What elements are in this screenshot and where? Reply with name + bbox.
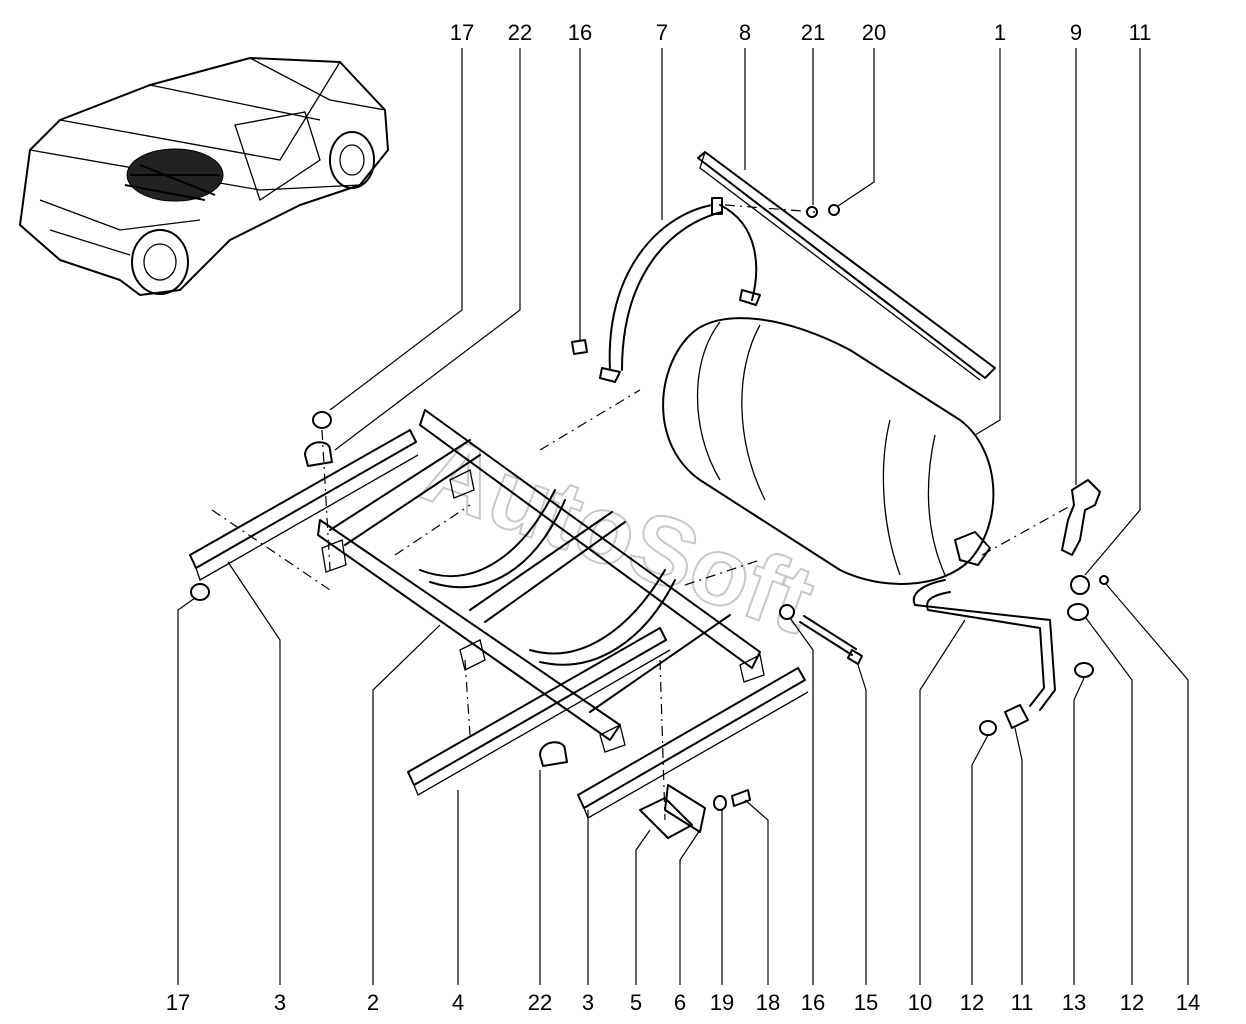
part-6-plate bbox=[664, 784, 706, 833]
callout-bottom: 2 bbox=[367, 990, 379, 1015]
callout-top: 21 bbox=[801, 20, 825, 45]
part-13-clamp bbox=[1074, 662, 1094, 678]
watermark-text: AutoSoft bbox=[410, 415, 827, 654]
part-11-grommet bbox=[1070, 575, 1090, 595]
part-3-bracket-right bbox=[577, 667, 809, 819]
callout-bottom: 19 bbox=[710, 990, 734, 1015]
part-9-hose bbox=[1061, 479, 1101, 556]
part-22-eye-bottom bbox=[539, 741, 568, 767]
callout-bottom: 6 bbox=[674, 990, 686, 1015]
callout-bottom: 14 bbox=[1176, 990, 1200, 1015]
part-4-lower-bracket bbox=[407, 627, 671, 796]
callout-top: 1 bbox=[994, 20, 1006, 45]
callout-bottom: 12 bbox=[1120, 990, 1144, 1015]
callout-top: 9 bbox=[1070, 20, 1082, 45]
part-7-strap bbox=[599, 197, 761, 383]
part-5-plate bbox=[639, 797, 693, 839]
assembly-lines bbox=[211, 204, 1073, 821]
callout-top: 7 bbox=[656, 20, 668, 45]
callout-bottom: 3 bbox=[274, 990, 286, 1015]
part-22-eye-top bbox=[304, 441, 333, 467]
callout-bottom: 18 bbox=[756, 990, 780, 1015]
part-3-bracket-left bbox=[189, 429, 419, 581]
leader-lines bbox=[177, 48, 1189, 985]
part-19-washer bbox=[713, 795, 727, 811]
part-18-bolt bbox=[731, 789, 751, 807]
callout-top: 17 bbox=[450, 20, 474, 45]
callout-top: 11 bbox=[1129, 20, 1152, 45]
part-10-pipe bbox=[912, 579, 1056, 711]
callout-bottom: 11 bbox=[1011, 990, 1034, 1015]
vehicle-tank-highlight bbox=[124, 148, 224, 202]
callout-top: 8 bbox=[739, 20, 751, 45]
part-1-gas-tank bbox=[662, 317, 995, 585]
callout-bottom: 22 bbox=[528, 990, 552, 1015]
callouts-bottom: 17 3 2 4 22 3 5 6 19 18 16 15 10 12 11 1… bbox=[166, 990, 1200, 1015]
part-16-nut bbox=[779, 604, 795, 620]
part-2-main-frame bbox=[317, 409, 765, 753]
callout-top: 22 bbox=[508, 20, 532, 45]
callout-top: 16 bbox=[568, 20, 592, 45]
vehicle-overview bbox=[19, 57, 389, 296]
callout-bottom: 10 bbox=[908, 990, 932, 1015]
callouts-top: 17 22 16 7 8 21 20 1 9 11 bbox=[450, 20, 1152, 45]
part-14-screw bbox=[1099, 575, 1109, 585]
callout-bottom: 13 bbox=[1062, 990, 1086, 1015]
callout-bottom: 3 bbox=[582, 990, 594, 1015]
part-12-clip bbox=[979, 720, 997, 736]
part-17-nut-bottom bbox=[190, 583, 210, 601]
callout-bottom: 4 bbox=[452, 990, 464, 1015]
part-11-fitting bbox=[1004, 704, 1029, 729]
callout-top: 20 bbox=[862, 20, 886, 45]
part-16-bolt-top bbox=[571, 339, 588, 355]
part-12-ring bbox=[1067, 603, 1089, 621]
part-21-nut bbox=[806, 206, 818, 218]
callout-bottom: 15 bbox=[854, 990, 878, 1015]
callout-bottom: 12 bbox=[960, 990, 984, 1015]
callout-bottom: 5 bbox=[630, 990, 642, 1015]
part-8-rail bbox=[697, 151, 996, 381]
callout-bottom: 17 bbox=[166, 990, 190, 1015]
callout-bottom: 16 bbox=[801, 990, 825, 1015]
part-17-nut-top bbox=[312, 411, 332, 429]
part-20-bolt bbox=[828, 204, 840, 216]
part-15-long-bolt bbox=[799, 615, 863, 665]
